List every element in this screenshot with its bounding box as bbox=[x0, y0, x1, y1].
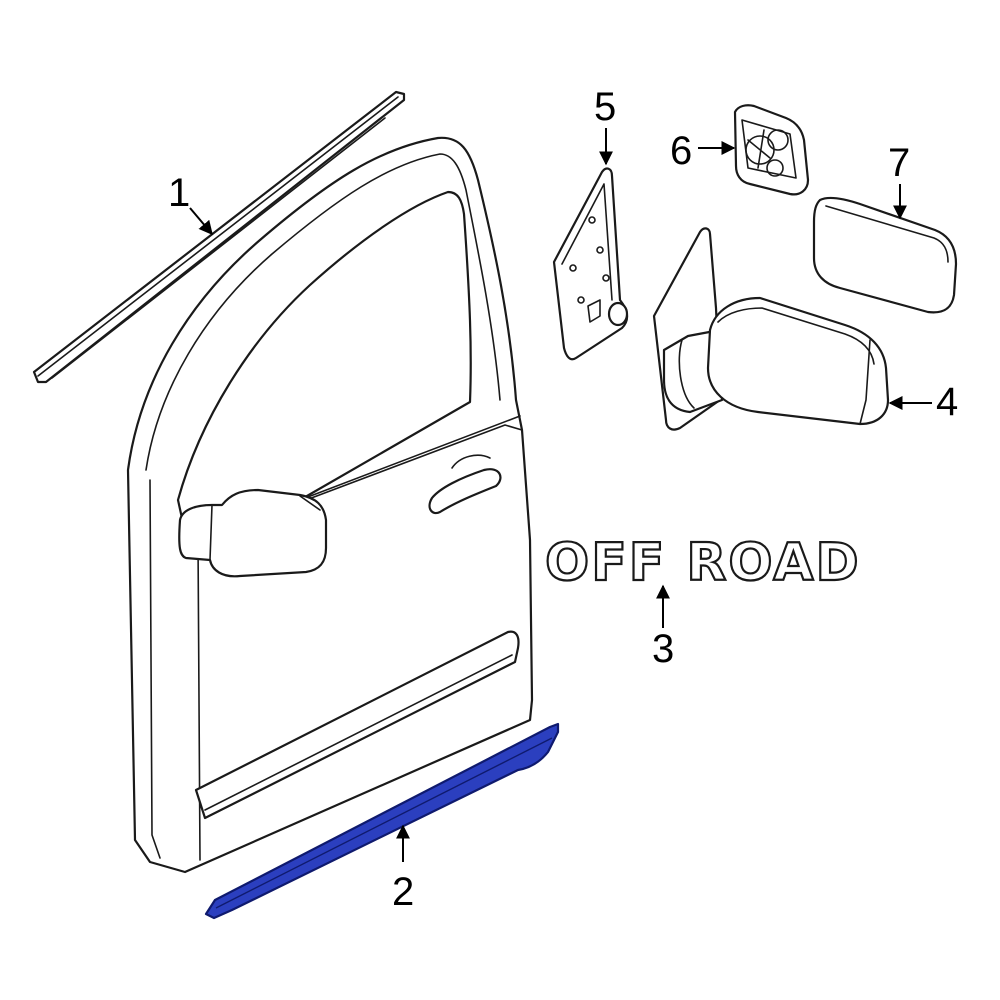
mirror-glass[interactable] bbox=[812, 196, 958, 314]
callout-3[interactable]: 3 bbox=[652, 627, 674, 671]
emblem-text: OFF ROAD bbox=[545, 533, 861, 593]
body-side-molding[interactable] bbox=[204, 722, 560, 920]
front-door bbox=[126, 136, 534, 874]
belt-molding[interactable] bbox=[32, 90, 406, 384]
mirror-motor-backing-plate[interactable] bbox=[733, 104, 810, 196]
off-road-emblem[interactable]: OFF ROAD bbox=[544, 532, 861, 594]
leader-1 bbox=[189, 207, 213, 236]
callout-4[interactable]: 4 bbox=[936, 380, 958, 424]
callout-numbers: 1 2 3 4 5 6 7 bbox=[168, 85, 958, 914]
callout-2[interactable]: 2 bbox=[392, 870, 414, 914]
callout-7[interactable]: 7 bbox=[888, 141, 910, 185]
mirror-assembly[interactable] bbox=[652, 227, 890, 431]
callout-6[interactable]: 6 bbox=[670, 129, 692, 173]
callout-1[interactable]: 1 bbox=[168, 171, 190, 215]
callout-leaders bbox=[189, 128, 932, 862]
mirror-cover-bracket[interactable] bbox=[552, 167, 629, 361]
callout-5[interactable]: 5 bbox=[594, 85, 616, 129]
